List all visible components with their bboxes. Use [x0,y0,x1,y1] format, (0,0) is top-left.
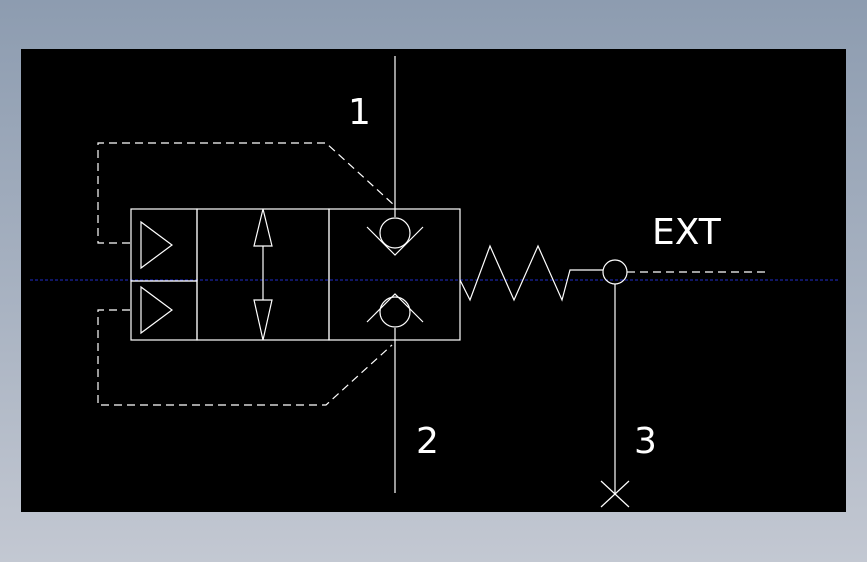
valve-body [130,208,461,341]
check-section [328,208,461,341]
plug-cross-icon [600,480,630,508]
lower-pilot-triangle [140,285,174,335]
valve-schematic: 1 2 3 EXT [30,56,840,508]
port-2-label: 2 [416,421,439,462]
port-3-label: 3 [634,421,657,462]
lower-check-valve [366,293,424,328]
spring [459,244,603,302]
upper-pilot-triangle [140,220,174,270]
port-1-label: 1 [348,92,371,133]
upper-pilot-line [97,142,395,244]
double-arrow-icon [253,208,273,341]
upper-check-valve [366,217,424,256]
lower-pilot-line [97,309,393,406]
ext-label: EXT [652,212,722,253]
drawing-canvas: 1 2 3 EXT [21,49,846,512]
